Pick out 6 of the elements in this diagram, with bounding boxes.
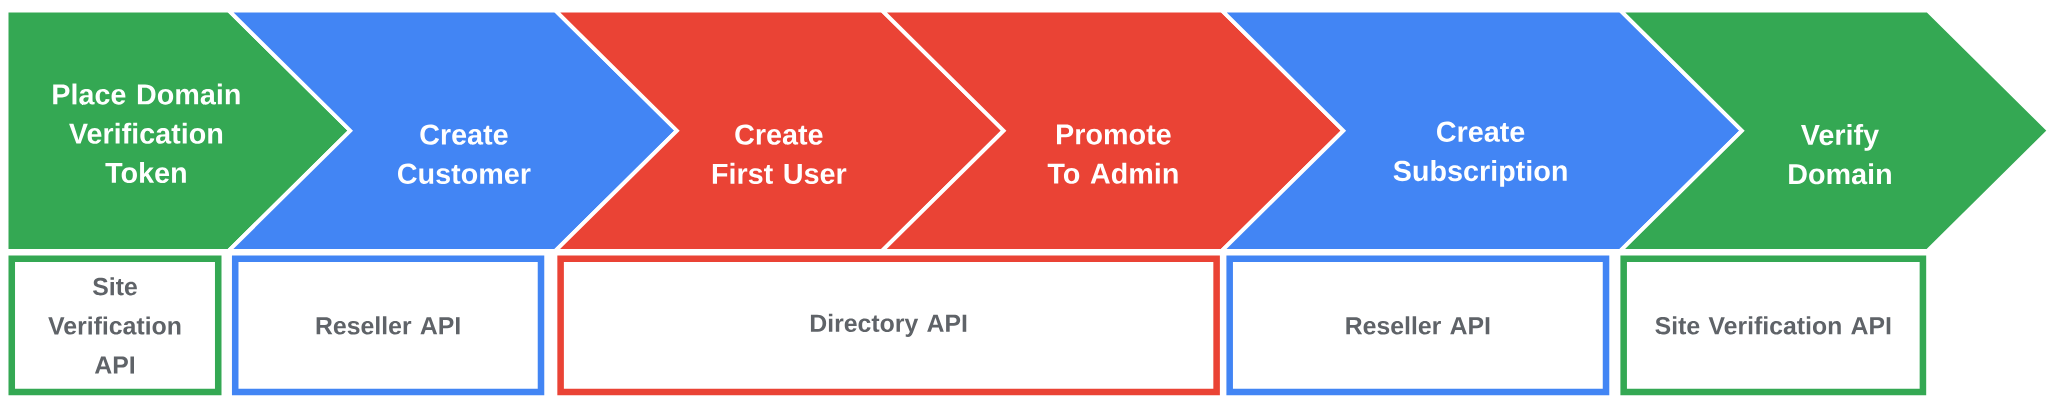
- api-box: Site Verification API: [1620, 255, 1927, 396]
- process-step: Place Domain Verification Token: [4, 8, 353, 253]
- api-box: Reseller API: [231, 255, 545, 396]
- api-box: Reseller API: [1226, 255, 1610, 396]
- api-box: Site Verification API: [8, 255, 222, 396]
- api-box: Directory API: [557, 255, 1220, 396]
